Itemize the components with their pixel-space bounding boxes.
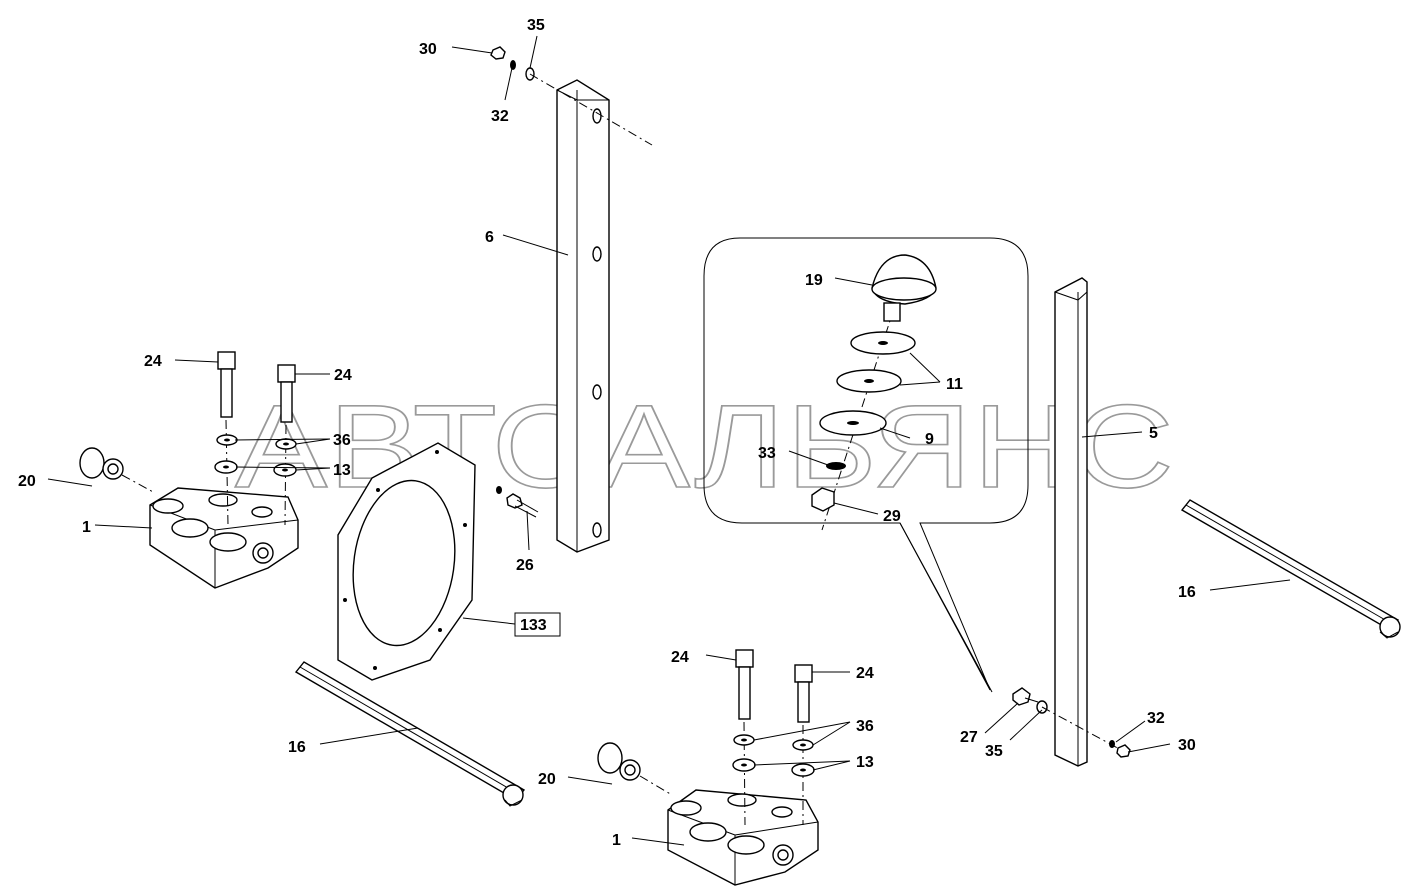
leader-lines	[47, 35, 1291, 846]
label-11: 11	[946, 376, 963, 393]
label-29: 29	[883, 508, 901, 525]
label-36-upper: 36	[333, 432, 351, 449]
label-19: 19	[805, 272, 823, 289]
label-5: 5	[1149, 425, 1158, 442]
label-6: 6	[485, 229, 494, 246]
label-20-upper: 20	[18, 473, 36, 490]
label-30-top: 30	[419, 41, 437, 58]
label-33: 33	[758, 445, 776, 462]
label-20-lower: 20	[538, 771, 556, 788]
label-26: 26	[516, 557, 534, 574]
detail-callout	[703, 237, 1029, 693]
label-16-left: 16	[288, 739, 306, 756]
rubber-buffer-assembly	[811, 254, 937, 531]
label-9: 9	[925, 431, 934, 448]
bolt-26	[496, 486, 539, 518]
hinge-block-upper	[149, 487, 299, 589]
label-30-lower: 30	[1178, 737, 1196, 754]
part-labels: 30 35 32 6 19 11 9 33 29 5 24 24 36 13 2…	[18, 17, 1196, 849]
label-35-lower: 35	[985, 743, 1003, 760]
right-fasteners	[1012, 687, 1131, 758]
label-24-lower-left: 24	[671, 649, 689, 666]
label-24-upper-right: 24	[334, 367, 352, 384]
top-fasteners	[490, 46, 653, 146]
hinge-block-lower	[667, 789, 819, 886]
label-24-upper-left: 24	[144, 353, 162, 370]
rail-16-right	[1180, 499, 1401, 639]
clip-upper	[79, 447, 156, 494]
label-27: 27	[960, 729, 978, 746]
angle-bracket-6	[556, 79, 610, 553]
label-133-box	[514, 612, 561, 637]
label-35-top: 35	[527, 17, 545, 34]
label-133: 133	[520, 617, 547, 634]
label-13-upper: 13	[333, 462, 351, 479]
label-36-lower: 36	[856, 718, 874, 735]
label-16-right: 16	[1178, 584, 1196, 601]
label-24-lower-right: 24	[856, 665, 874, 682]
label-1-lower: 1	[612, 832, 621, 849]
label-32-top: 32	[491, 108, 509, 125]
label-1-upper: 1	[82, 519, 91, 536]
gasket-plate-133	[337, 442, 476, 681]
label-32-lower: 32	[1147, 710, 1165, 727]
label-13-lower: 13	[856, 754, 874, 771]
clip-lower	[597, 742, 673, 796]
angle-bracket-5	[1054, 277, 1088, 767]
rail-16-left	[294, 661, 526, 807]
